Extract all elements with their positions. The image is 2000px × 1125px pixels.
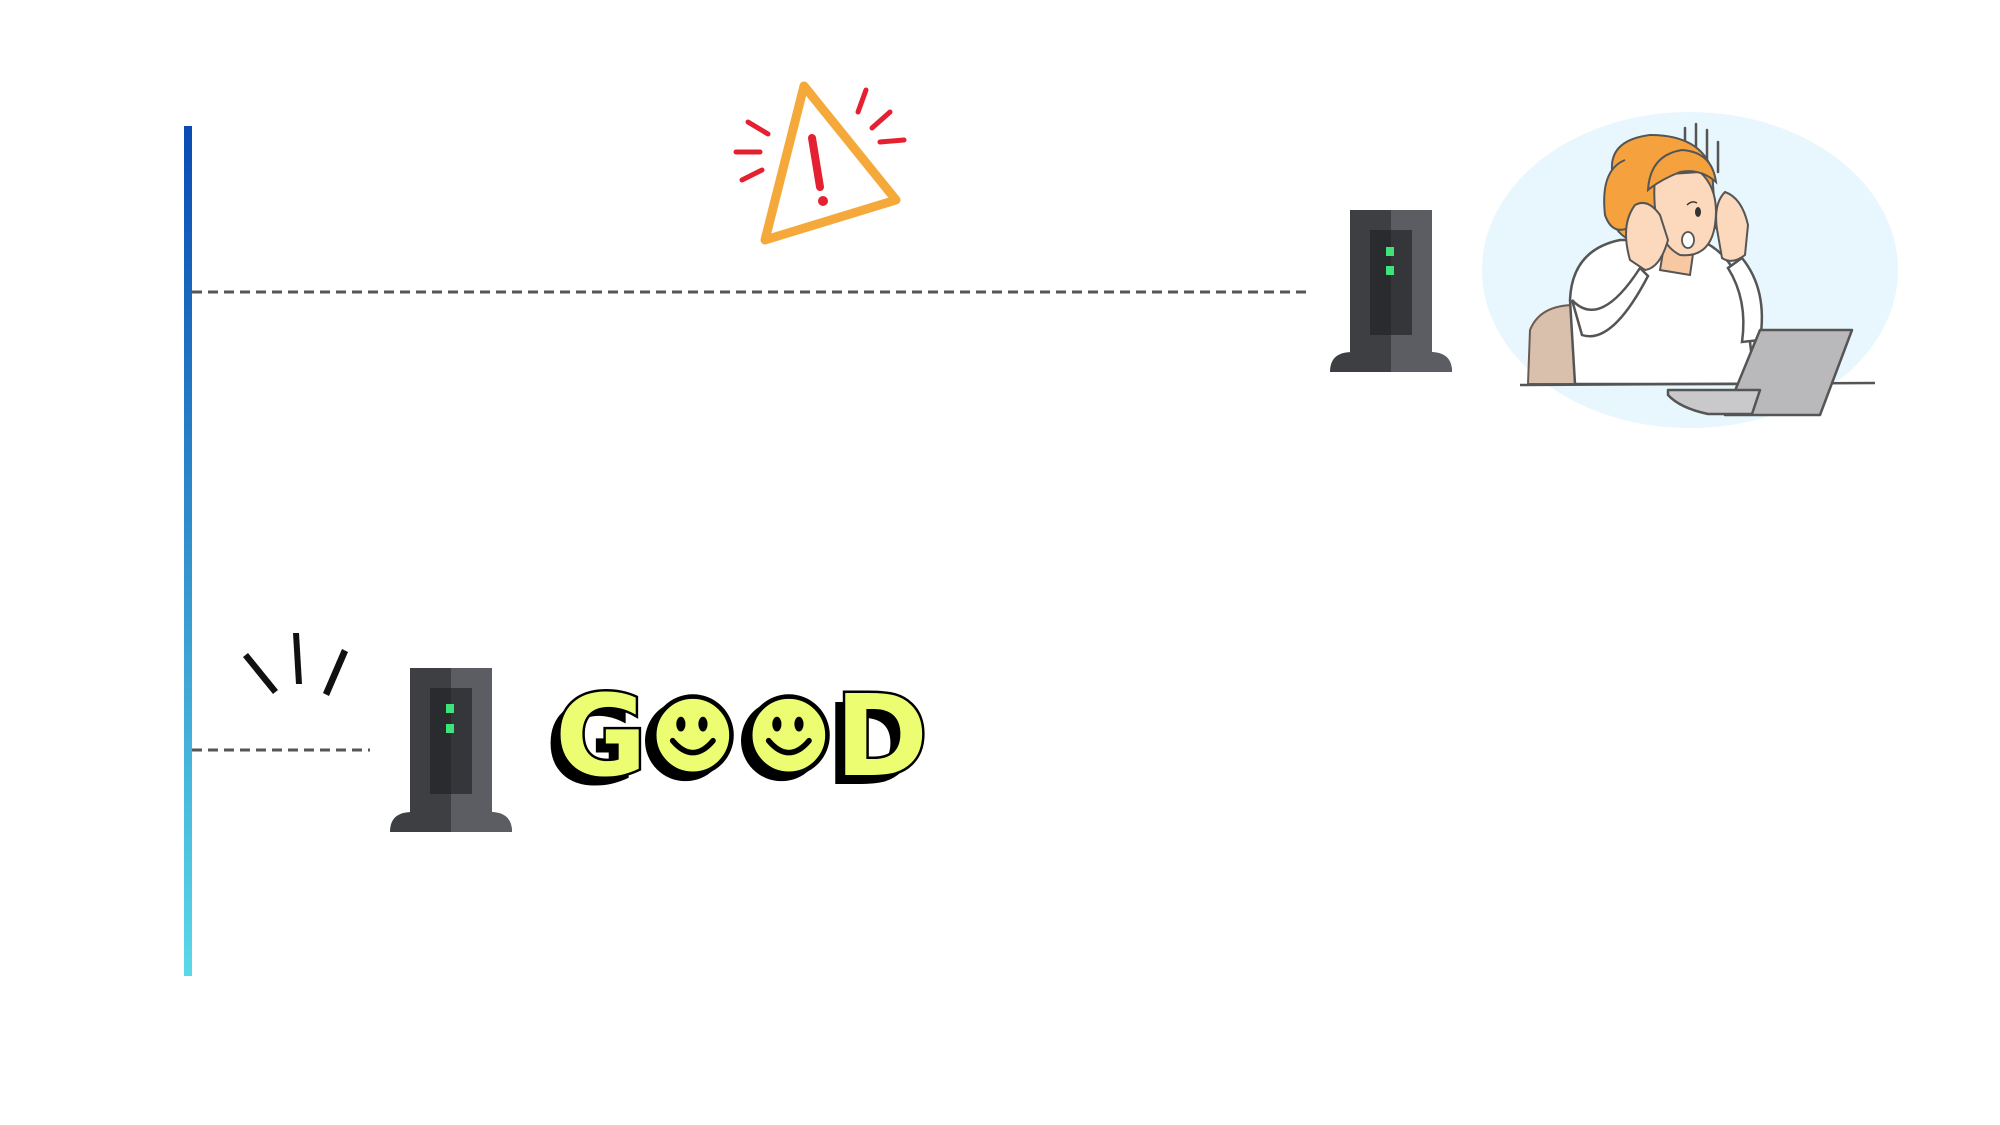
good-letter-g: G [553, 672, 650, 802]
good-wordart: G D [553, 672, 931, 802]
main-line [184, 126, 192, 976]
bottom-modem-icon [390, 668, 512, 832]
stressed-woman-laptop-illustration [1482, 112, 1898, 428]
top-modem-icon [1330, 210, 1452, 372]
good-letter-d: D [832, 672, 930, 802]
emphasis-marks-icon [243, 633, 348, 696]
warning-triangle-icon [733, 81, 907, 245]
smiley-face-icon [740, 694, 830, 782]
smiley-face-icon [644, 694, 734, 782]
